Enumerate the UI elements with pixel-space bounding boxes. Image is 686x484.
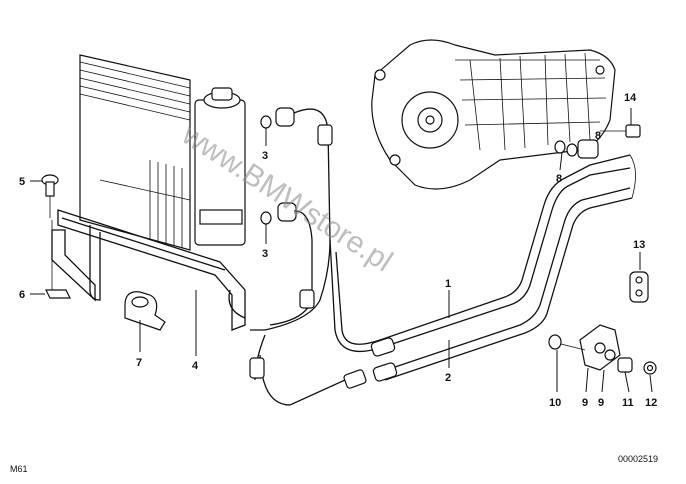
callout-3a: 3: [262, 150, 268, 162]
leader-lines: [30, 108, 653, 393]
callout-8a: 8: [595, 130, 601, 142]
fitting-seals-part-8: [554, 139, 599, 159]
automatic-transmission: [371, 39, 616, 190]
seal-rings-part-3: [260, 107, 297, 225]
bolt-part-10: [548, 334, 586, 351]
radiator: [79, 54, 246, 251]
oil-cooler-bracket: [51, 209, 246, 331]
clip-nut-part-6: [45, 289, 71, 299]
callout-2: 2: [445, 372, 451, 384]
spacer-sleeve-part-11: [617, 357, 633, 373]
callout-12: 12: [645, 397, 657, 409]
callout-14: 14: [624, 92, 637, 104]
bolt-part-14: [600, 124, 641, 138]
callout-9b: 9: [598, 397, 604, 409]
oil-cooler-hoses: [249, 108, 367, 406]
callout-4: 4: [192, 360, 199, 372]
oil-pipes-part-1-2: [329, 154, 636, 382]
bolt-part-5: [41, 174, 59, 290]
callout-3b: 3: [262, 248, 268, 260]
callout-9a: 9: [582, 397, 588, 409]
hose-clamp-part-7: [124, 291, 166, 331]
nut-part-12: [643, 361, 657, 375]
callout-13: 13: [633, 239, 645, 251]
rubber-grommet-part-13: [629, 271, 649, 303]
callout-11: 11: [622, 397, 634, 409]
callout-6: 6: [19, 289, 25, 301]
callout-10: 10: [549, 397, 561, 409]
callout-5: 5: [19, 176, 25, 188]
callout-1: 1: [445, 278, 451, 290]
pipe-bracket-part-9: [579, 324, 621, 371]
diagram-code-right: 00002519: [618, 454, 658, 464]
callout-7: 7: [136, 357, 142, 369]
callout-8b: 8: [556, 173, 562, 185]
diagram-code-left: M61: [10, 464, 28, 474]
